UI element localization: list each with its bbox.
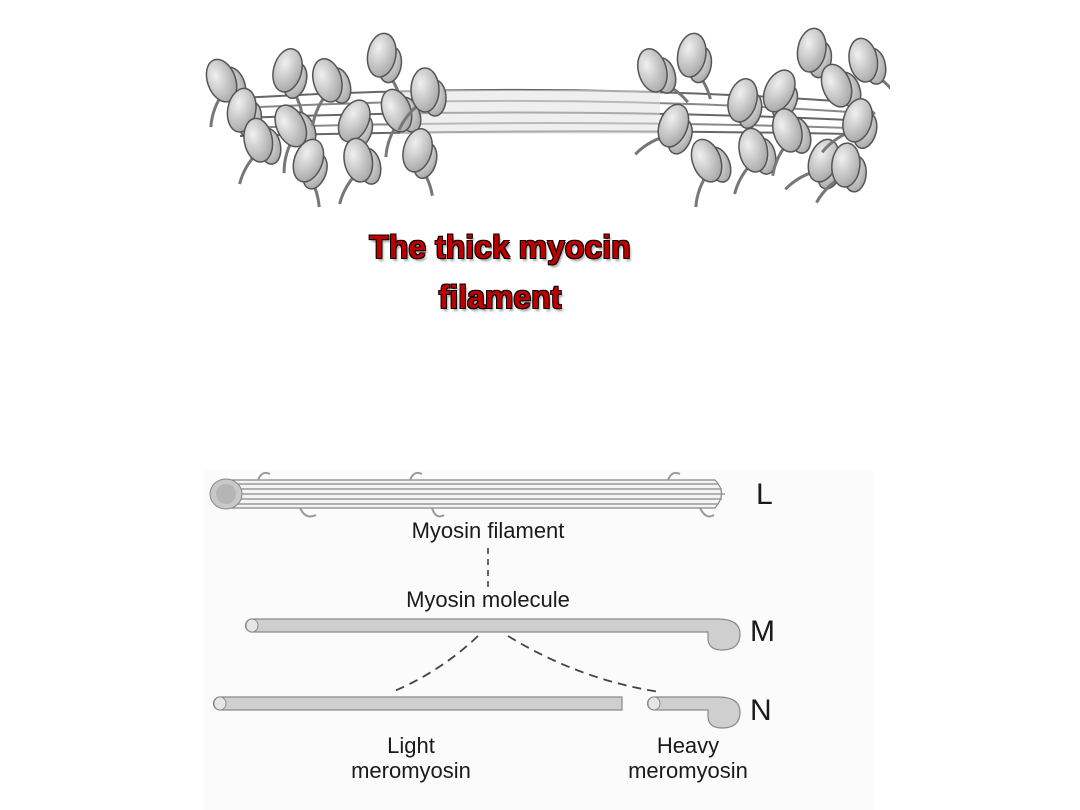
- myosin-head: [311, 58, 352, 126]
- myosin-head: [636, 48, 690, 104]
- myosin-head: [274, 104, 317, 174]
- label-myosin-molecule: Myosin molecule: [406, 587, 570, 612]
- slide-title: The thick myocin filament: [300, 222, 700, 322]
- myosin-head: [820, 98, 878, 154]
- myosin-head: [820, 63, 876, 116]
- myosin-head: [690, 138, 732, 208]
- title-line-2: filament: [438, 279, 562, 315]
- myosin-heads: [205, 27, 890, 208]
- label-myosin-filament: Myosin filament: [412, 518, 565, 543]
- row-letter-m: M: [750, 615, 775, 648]
- myosin-molecule: [244, 618, 741, 651]
- myosin-head: [848, 37, 890, 96]
- myosin-head: [366, 32, 403, 100]
- row-letter-l: L: [756, 478, 773, 511]
- light-meromyosin-fragment: [212, 696, 623, 711]
- myosin-head: [634, 103, 693, 156]
- connector-to-light-meromyosin: [391, 635, 479, 693]
- myosin-head: [402, 128, 438, 196]
- myosin-head: [727, 78, 763, 146]
- heavy-meromyosin-fragment: [646, 696, 741, 729]
- myosin-head: [205, 58, 247, 128]
- title-line-1: The thick myocin: [369, 229, 631, 265]
- myosin-head: [338, 137, 382, 205]
- myosin-head: [292, 138, 328, 208]
- label-heavy-line-2: meromyosin: [628, 758, 748, 783]
- connector-to-heavy-meromyosin: [507, 635, 661, 693]
- myosin-head: [676, 32, 713, 100]
- thick-filament-illustration: [205, 27, 890, 208]
- myosin-head: [733, 127, 777, 195]
- label-heavy-line-1: Heavy: [657, 733, 719, 758]
- myosin-head: [272, 48, 308, 116]
- myosin-head: [771, 108, 812, 176]
- myosin-head: [815, 142, 867, 204]
- row-letter-n: N: [750, 694, 772, 727]
- label-light-line-1: Light: [387, 733, 435, 758]
- myosin-head: [397, 67, 447, 131]
- diagram-panel: [205, 470, 873, 810]
- myosin-filament-bundle: [209, 471, 725, 518]
- myosin-head: [238, 117, 282, 185]
- label-light-line-2: meromyosin: [351, 758, 471, 783]
